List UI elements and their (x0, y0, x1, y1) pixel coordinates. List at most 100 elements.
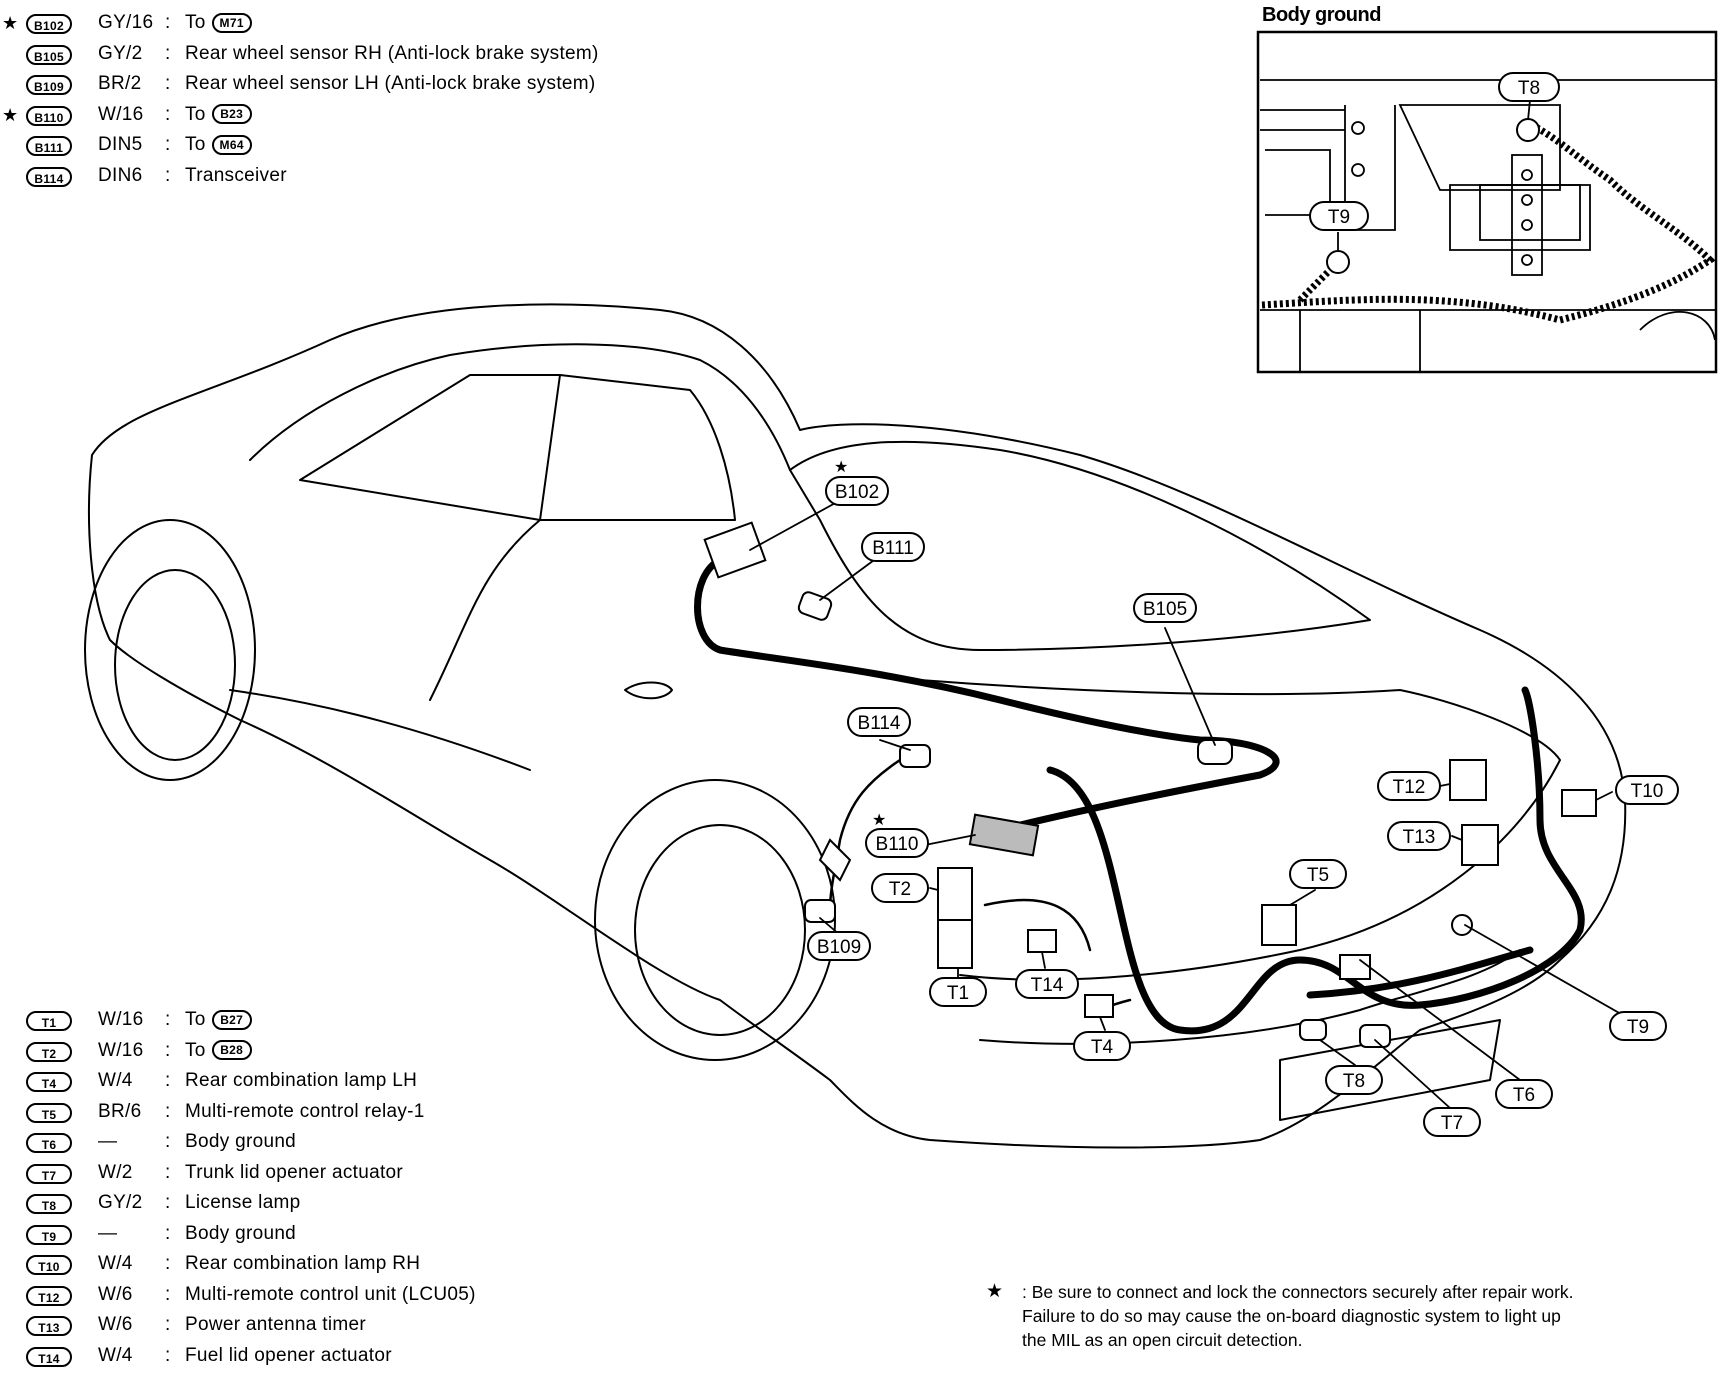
inset-hole (1521, 254, 1533, 266)
leader-t8 (1319, 1039, 1356, 1066)
connector-t13-body (1461, 824, 1499, 866)
wire-spec: W/4 (98, 1344, 133, 1366)
connector-badge: T1 (26, 1011, 72, 1031)
svg-text:B111: B111 (872, 538, 914, 559)
wire-spec: W/2 (98, 1161, 133, 1183)
connector-t8-body (1299, 1019, 1327, 1041)
to-connector-badge: B23 (211, 104, 252, 125)
star-icon: ★ (2, 13, 19, 33)
colon: : (165, 1100, 171, 1122)
callout-b102-star: ★ (834, 459, 848, 476)
connector-t6-body (1339, 954, 1371, 980)
colon: : (165, 164, 171, 186)
wire-spec: GY/2 (98, 1192, 143, 1213)
connector-description: Power antenna timer (185, 1314, 367, 1335)
colon: : (165, 1192, 171, 1213)
callout-b111: B111 (861, 532, 925, 562)
wire-spec: — (98, 1131, 118, 1152)
svg-text:T1: T1 (947, 983, 969, 1004)
callout-t6: T6 (1495, 1079, 1553, 1109)
connector-b110-body (968, 813, 1040, 857)
inset-relay (1479, 184, 1581, 241)
wire-spec: W/16 (98, 1039, 144, 1061)
connector-t12-body (1449, 759, 1487, 801)
rear-door-window (539, 374, 736, 521)
connector-description: Transceiver (185, 164, 287, 186)
svg-text:B110: B110 (876, 834, 919, 855)
inset-hole (1351, 163, 1365, 177)
callout-b109: B109 (807, 931, 871, 961)
connector-badge: T4 (26, 1072, 72, 1092)
svg-text:T12: T12 (1393, 777, 1426, 798)
colon: : (165, 1314, 171, 1335)
connector-badge: T12 (26, 1285, 72, 1306)
connector-t7-body (1359, 1024, 1391, 1048)
svg-text:B102: B102 (835, 482, 879, 503)
inset-floor (1260, 309, 1716, 372)
wire-spec: W/6 (98, 1314, 133, 1335)
to-connector-badge: M71 (211, 12, 252, 33)
wire-spec: W/4 (98, 1070, 133, 1091)
car-body-outline (88, 303, 1627, 1149)
door-handle (624, 681, 673, 700)
connector-badge: T5 (26, 1102, 72, 1123)
leader-t2 (929, 887, 939, 891)
colon: : (165, 1131, 171, 1152)
footnote-line: Failure to do so may cause the on-board … (1022, 1306, 1561, 1326)
to-connector-badge: B28 (211, 1040, 252, 1061)
front-wheel-arch (84, 519, 256, 781)
connector-b105-body (1197, 739, 1233, 765)
harness-branch-b114 (828, 758, 902, 912)
svg-text:B105: B105 (1143, 599, 1187, 620)
connector-badge: B105 (26, 44, 72, 65)
svg-text:T5: T5 (1307, 865, 1329, 886)
connector-b111-body (797, 591, 833, 621)
inset-title: Body ground (1262, 4, 1381, 26)
connector-b114-body (899, 744, 931, 768)
connector-badge: T2 (26, 1041, 72, 1062)
callout-b110-star: ★ (872, 812, 886, 829)
star-icon: ★ (2, 104, 19, 125)
star-icon: ★ (986, 1281, 1004, 1302)
inset-strap (1511, 154, 1543, 276)
wire-spec: W/6 (98, 1283, 133, 1305)
connector-t2-body (937, 867, 973, 921)
harness-center (1306, 946, 1534, 999)
connector-description: License lamp (185, 1192, 301, 1213)
svg-text:T9: T9 (1328, 207, 1350, 228)
connector-b110-lamp (818, 838, 852, 882)
connector-description: Body ground (185, 1222, 297, 1244)
colon: : (165, 1009, 171, 1030)
callout-t5: T5 (1289, 859, 1347, 889)
svg-text:B114: B114 (858, 713, 901, 734)
svg-text:T9: T9 (1627, 1017, 1649, 1038)
inset-leader-t8 (1527, 99, 1531, 121)
wire-spec: GY/16 (98, 12, 154, 33)
front-wheel (114, 569, 236, 761)
harness-main (694, 556, 1280, 834)
connector-t9-body (1451, 914, 1473, 936)
inset-callout-t9: T9 (1309, 201, 1369, 231)
leader-b114 (879, 739, 911, 751)
footnote-line: the MIL as an open circuit detection. (1022, 1330, 1303, 1350)
connector-description: Trunk lid opener actuator (185, 1161, 404, 1183)
svg-text:T6: T6 (1513, 1085, 1535, 1106)
wire-spec: BR/6 (98, 1100, 142, 1122)
leader-t6 (1359, 959, 1521, 1081)
callout-b114: B114 (847, 707, 911, 737)
connector-badge: T13 (26, 1316, 72, 1336)
rear-wheel (634, 824, 806, 1036)
inset-hole (1521, 219, 1533, 231)
callout-t12: T12 (1377, 771, 1441, 801)
inset-panel-lines (1260, 79, 1715, 231)
connector-t14-body (1027, 929, 1057, 953)
ground-bolt-t9 (1326, 250, 1350, 274)
wire-spec: — (98, 1222, 118, 1244)
colon: : (165, 1070, 171, 1091)
colon: : (165, 1222, 171, 1244)
callout-t10: T10 (1615, 775, 1679, 805)
rear-wheel-arch (594, 779, 836, 1061)
leader-t7 (1374, 1039, 1451, 1109)
colon: : (165, 1039, 171, 1061)
